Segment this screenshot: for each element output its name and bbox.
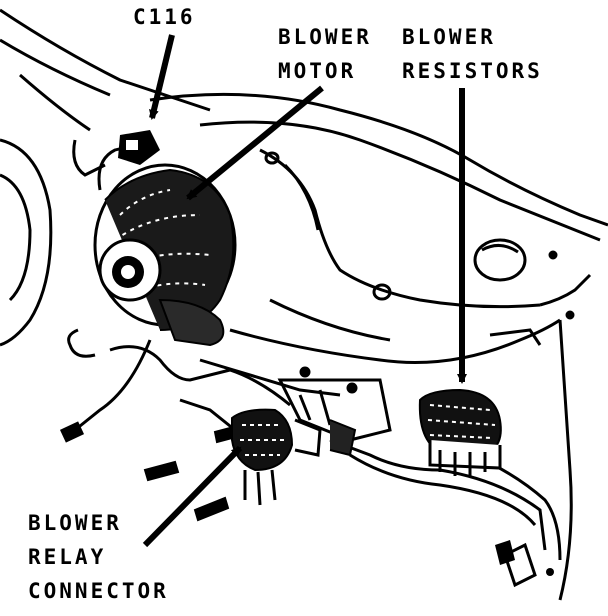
arrow-blower-motor (186, 85, 324, 201)
label-blower-resistors: BLOWER RESISTORS (402, 20, 543, 88)
label-blower-resistors-line-1: BLOWER (402, 25, 496, 49)
callout-arrows (142, 34, 467, 548)
blower-motor-housing (72, 139, 237, 347)
lower-left-plug (59, 421, 85, 443)
label-blower-motor: BLOWER MOTOR (278, 20, 372, 88)
label-c116: C116 (133, 0, 196, 34)
label-relay-line-2: RELAY (28, 545, 107, 569)
label-c116-line-1: C116 (133, 5, 196, 29)
label-relay-line-1: BLOWER (28, 511, 122, 535)
label-blower-motor-line-2: MOTOR (278, 59, 357, 83)
arrow-relay-connector (142, 445, 243, 548)
label-blower-motor-line-1: BLOWER (278, 25, 372, 49)
arrow-c116 (149, 34, 175, 120)
blower-resistors-module (418, 388, 502, 476)
bolts (143, 426, 234, 522)
c116-connector (118, 130, 160, 165)
relay-connector (231, 408, 357, 506)
label-blower-resistors-line-2: RESISTORS (402, 59, 543, 83)
fender-outline (0, 8, 211, 347)
mounting-bracket (179, 366, 392, 442)
label-blower-relay-connector: BLOWER RELAY CONNECTOR (28, 506, 169, 608)
label-relay-line-3: CONNECTOR (28, 579, 169, 603)
firewall-holes (264, 151, 575, 320)
lower-right-plug (495, 540, 554, 588)
